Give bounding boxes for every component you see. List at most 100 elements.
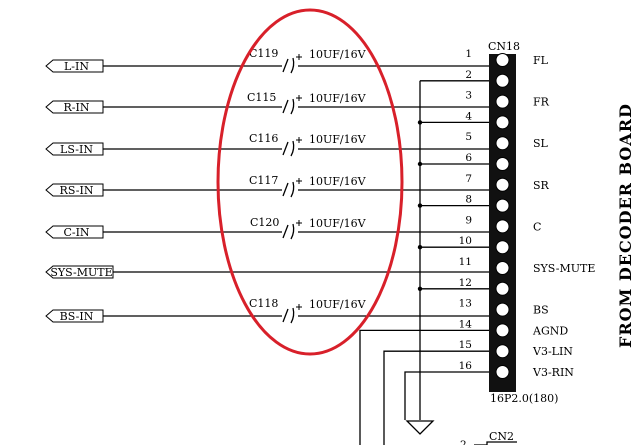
input-label: RS-IN [60,184,94,197]
cap-plate [282,141,289,156]
connector-pin-13 [495,302,510,317]
pin-number: 9 [465,214,472,226]
input-flag-c-in: C-IN [45,225,104,239]
connector-pin-15 [495,344,510,359]
pin-number: 11 [459,256,472,268]
cap-ref: C115 [247,91,276,104]
cap-plate-curved [290,140,295,157]
signal-name-sl: SL [533,137,549,150]
cap-ref: C118 [249,297,278,310]
pin-number: 8 [465,194,472,206]
cap-plate [282,99,289,114]
cap-plus [296,220,302,226]
input-flag-l-in: L-IN [45,59,104,73]
connector-pin-1 [495,53,510,67]
flag-shape [45,142,104,156]
red-highlight-ellipse [216,8,404,356]
pin-number: 15 [459,339,472,351]
capacitor-c116: C116 10UF/16V [249,132,367,157]
signal-name-c: C [533,220,541,233]
cap-ref: C116 [249,132,278,145]
input-label: LS-IN [60,143,93,156]
junction-dot [417,203,423,208]
input-flag-r-in: R-IN [45,100,104,114]
capacitor-c115: C115 10UF/16V [247,91,367,115]
cap-plus [296,137,302,143]
signal-name-fr: FR [533,96,550,109]
flag-shape [45,183,104,197]
signal-name-sys-mute: SYS-MUTE [533,262,595,275]
pin-number: 12 [459,277,472,289]
pin-number: 1 [465,48,472,60]
input-label: C-IN [63,226,89,239]
connector-pin-5 [495,136,510,151]
cap-plus [296,178,302,184]
capacitors: C119 10UF/16V C115 10UF/16V C116 10UF/16V C117… [247,47,367,324]
connector-pin-16 [495,365,510,379]
flag-shape [45,100,104,114]
pin-number: 13 [459,298,472,310]
connector2-pin: 2 [460,439,467,445]
connector-pin-12 [495,281,510,296]
cap-plate [282,224,289,239]
junction-dot [417,286,423,291]
signal-name-sr: SR [533,179,550,192]
connector-pin-4 [495,115,510,130]
cap-plate [282,58,289,73]
flag-shape [45,59,104,73]
pin-number: 10 [459,235,472,247]
cap-plate-curved [290,98,295,115]
wire-pin16 [404,371,499,420]
connector-pin-14 [495,323,510,338]
connector-cn18: 12345678910111213141516FLFRSLSRCSYS-MUTE… [459,48,595,392]
connector-pin-9 [495,219,510,234]
connector-pin-11 [495,261,510,275]
pin-number: 4 [465,110,472,122]
signal-name-bs: BS [533,304,549,317]
pin-number: 7 [465,173,472,185]
connector-ref: CN18 [488,40,520,53]
input-label: BS-IN [60,310,94,323]
cap-value: 10UF/16V [309,217,367,230]
cap-value: 10UF/16V [309,48,367,61]
cap-plate [282,182,289,197]
flag-shape [45,225,104,239]
junction-dot [417,245,423,250]
cap-plate-curved [290,57,295,74]
connector-pin-8 [495,198,510,213]
input-label: L-IN [64,60,89,73]
cap-value: 10UF/16V [309,133,367,146]
cap-value: 10UF/16V [309,298,367,311]
cap-plus [296,95,302,101]
capacitor-c118: C118 10UF/16V [249,297,367,324]
connector-pin-6 [495,157,510,171]
input-label: R-IN [64,101,90,114]
connector-part-number: 16P2.0(180) [490,392,558,405]
cap-plus [296,54,302,60]
signal-name-v3-rin: V3-RIN [532,366,574,379]
cap-plate [282,308,289,323]
wire-pin14 [359,329,499,445]
wires [103,65,517,445]
cap-ref: C117 [249,174,278,187]
signal-name-fl: FL [533,54,549,67]
capacitor-c119: C119 10UF/16V [249,47,367,74]
junction-dot [417,120,423,125]
connector-pin-10 [495,240,510,255]
ground-symbol [405,420,435,435]
side-label: FROM DECODER BOARD [616,103,635,348]
signal-name-agnd: AGND [532,324,568,337]
connector2-ref: CN2 [489,430,514,443]
pin-number: 14 [459,318,473,330]
cap-plate-curved [290,223,295,240]
cap-value: 10UF/16V [309,92,367,105]
junction-dot [417,161,423,167]
cap-plate-curved [290,307,295,324]
pin-number: 16 [459,360,473,372]
ground-triangle [405,420,435,435]
cap-ref: C119 [249,47,278,60]
cap-plus [296,304,302,310]
